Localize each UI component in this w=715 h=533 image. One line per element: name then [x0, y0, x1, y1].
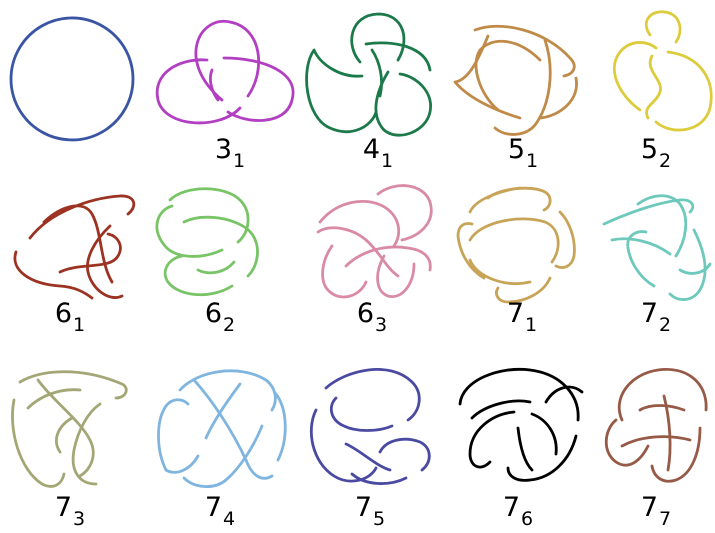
label-number: 7 — [507, 298, 524, 329]
knot-7-5 — [311, 369, 429, 483]
label-7-2: 72 — [596, 300, 715, 330]
label-subscript: 4 — [223, 508, 235, 530]
label-number: 7 — [641, 492, 658, 523]
knot-7-4 — [159, 371, 286, 487]
label-7-6: 76 — [458, 494, 578, 524]
label-number: 6 — [357, 298, 374, 329]
knot-7-3 — [12, 372, 126, 487]
knot-6-2 — [157, 189, 258, 295]
label-number: 5 — [641, 134, 658, 165]
label-subscript: 2 — [223, 314, 235, 336]
label-6-2: 62 — [160, 300, 280, 330]
label-subscript: 1 — [526, 150, 538, 172]
label-7-7: 77 — [596, 494, 715, 524]
label-subscript: 3 — [375, 314, 387, 336]
knot-5-2 — [614, 12, 711, 130]
knot-7-1 — [458, 188, 574, 302]
label-3-1: 31 — [170, 136, 290, 166]
knot-7-7 — [606, 369, 706, 481]
label-7-1: 71 — [462, 300, 582, 330]
knot-7-2 — [604, 196, 710, 300]
knot-6-3 — [318, 186, 431, 297]
label-number: 7 — [503, 492, 520, 523]
label-subscript: 1 — [73, 314, 85, 336]
label-number: 7 — [355, 492, 372, 523]
label-5-1: 51 — [463, 136, 583, 166]
label-subscript: 6 — [521, 508, 533, 530]
label-subscript: 2 — [659, 314, 671, 336]
label-subscript: 1 — [233, 150, 245, 172]
label-number: 7 — [55, 492, 72, 523]
label-number: 4 — [363, 134, 380, 165]
knot-7-6 — [460, 369, 582, 480]
label-number: 5 — [508, 134, 525, 165]
knot-5-1-cinquefoil — [455, 26, 577, 134]
label-number: 6 — [55, 298, 72, 329]
label-7-3: 73 — [10, 494, 130, 524]
label-number: 3 — [215, 134, 232, 165]
label-number: 7 — [205, 492, 222, 523]
label-subscript: 2 — [659, 150, 671, 172]
knot-0-1-unknot — [11, 18, 133, 140]
label-4-1: 41 — [318, 136, 438, 166]
knot-3-1-trefoil — [157, 21, 293, 123]
label-7-4: 74 — [160, 494, 280, 524]
label-6-1: 61 — [10, 300, 130, 330]
label-subscript: 3 — [73, 508, 85, 530]
label-subscript: 1 — [525, 314, 537, 336]
knot-4-1-figure-eight — [307, 14, 431, 135]
knot-6-1 — [15, 196, 134, 298]
label-5-2: 52 — [596, 136, 715, 166]
label-subscript: 1 — [381, 150, 393, 172]
label-7-5: 75 — [310, 494, 430, 524]
label-subscript: 5 — [373, 508, 385, 530]
label-subscript: 7 — [659, 508, 671, 530]
label-number: 7 — [641, 298, 658, 329]
label-6-3: 63 — [312, 300, 432, 330]
label-number: 6 — [205, 298, 222, 329]
